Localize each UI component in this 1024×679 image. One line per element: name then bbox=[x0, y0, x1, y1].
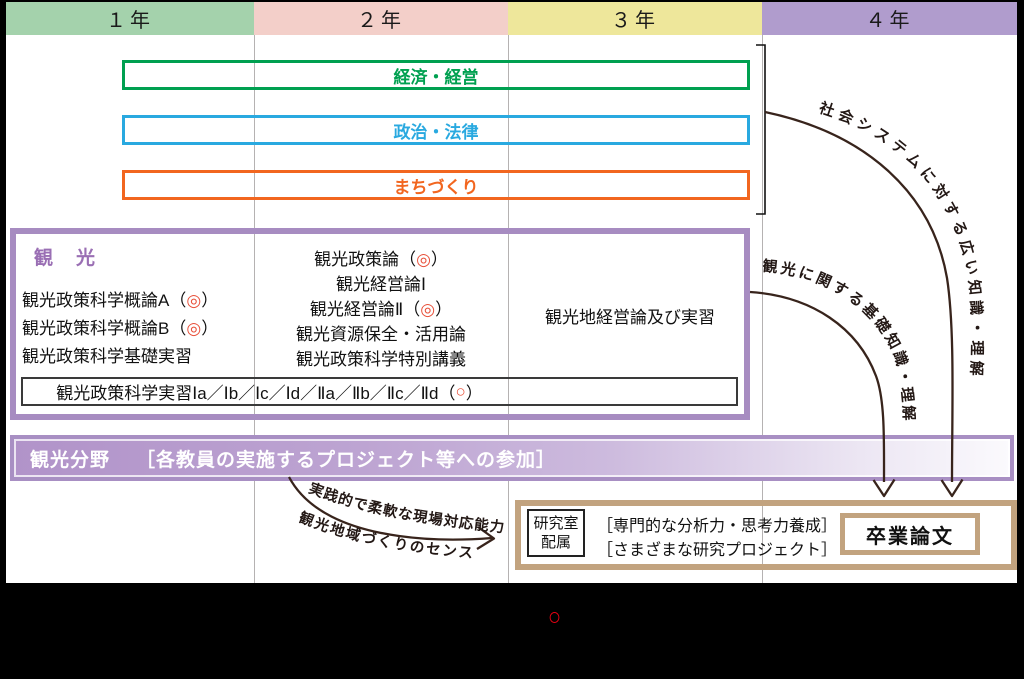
bar-machizukuri: まちづくり bbox=[122, 170, 750, 200]
lab-assignment-line2: 配属 bbox=[540, 534, 571, 551]
bar-economics-management: 経済・経営 bbox=[122, 60, 750, 90]
research-thesis-box bbox=[515, 500, 1017, 570]
tourism-box-title: 観 光 bbox=[34, 248, 98, 269]
legend-circle-mark: ○ bbox=[547, 603, 562, 631]
required-mark: ◎ bbox=[186, 319, 202, 338]
graduation-thesis-box: 卒業論文 bbox=[840, 513, 980, 555]
header-year-3: ３年 bbox=[508, 2, 762, 35]
bar-economics-label: 経済・経営 bbox=[393, 67, 479, 87]
course-item-year2: 観光政策科学特別講義 bbox=[256, 347, 506, 372]
course-item-year2: 観光経営論Ⅱ（◎） bbox=[256, 297, 506, 322]
course-text: 観光政策論（ bbox=[314, 250, 417, 269]
course-text-close: ） bbox=[201, 291, 219, 310]
course-text: 観光経営論Ⅰ bbox=[335, 275, 426, 294]
course-item-year1: 観光政策科学概論B（◎） bbox=[22, 314, 218, 339]
bar-politics-label: 政治・法律 bbox=[393, 122, 479, 142]
course-item-year3: 観光地経営論及び実習 bbox=[510, 303, 750, 328]
course-text: 観光地経営論及び実習 bbox=[545, 308, 715, 327]
course-text-close: ） bbox=[430, 250, 448, 269]
header-year-1-label: １年 bbox=[106, 10, 154, 32]
course-text: 観光経営論Ⅱ（ bbox=[309, 300, 421, 319]
course-text: 観光政策科学基礎実習 bbox=[22, 347, 192, 366]
graduation-thesis-label: 卒業論文 bbox=[866, 525, 954, 548]
bar-politics-law: 政治・法律 bbox=[122, 115, 750, 145]
course-item-year1: 観光政策科学基礎実習 bbox=[22, 342, 192, 367]
practicum-box: 観光政策科学実習Ⅰa／Ⅰb／Ⅰc／Ⅰd／Ⅱa／Ⅱb／Ⅱc／Ⅱd（○） bbox=[21, 377, 738, 406]
bar-machizukuri-label: まちづくり bbox=[393, 177, 479, 197]
course-text-close: ） bbox=[201, 319, 219, 338]
tourism-course-box bbox=[10, 228, 750, 420]
research-note: ［さまざまな研究プロジェクト］ bbox=[597, 542, 838, 559]
header-year-4-label: ４年 bbox=[865, 10, 914, 32]
research-note: ［専門的な分析力・思考力養成］ bbox=[597, 518, 838, 535]
required-mark: ◎ bbox=[416, 250, 431, 269]
header-year-1: １年 bbox=[6, 2, 254, 35]
header-year-2: ２年 bbox=[254, 2, 508, 35]
practicum-text: 観光政策科学実習Ⅰa／Ⅰb／Ⅰc／Ⅰd／Ⅱa／Ⅱb／Ⅱc／Ⅱd（ bbox=[56, 384, 456, 403]
course-text: 観光資源保全・活用論 bbox=[296, 325, 466, 344]
course-item-year2: 観光経営論Ⅰ bbox=[256, 272, 506, 297]
course-item-year2: 観光政策論（◎） bbox=[256, 247, 506, 272]
course-text: 観光政策科学概論A（ bbox=[22, 291, 187, 310]
header-year-2-label: ２年 bbox=[357, 10, 405, 32]
tourism-field-band: 観光分野 ［各教員の実施するプロジェクト等への参加］ bbox=[10, 435, 1014, 481]
elective-mark: ○ bbox=[455, 381, 466, 401]
column-gridline bbox=[508, 35, 509, 583]
header-year-4: ４年 bbox=[762, 2, 1017, 35]
header-year-3-label: ３年 bbox=[611, 10, 659, 32]
required-mark: ◎ bbox=[186, 291, 202, 310]
course-item-year2: 観光資源保全・活用論 bbox=[256, 322, 506, 347]
field-band-note: ［各教員の実施するプロジェクト等への参加］ bbox=[136, 449, 557, 471]
lab-assignment-box: 研究室 配属 bbox=[527, 509, 585, 557]
course-text-close: ） bbox=[435, 300, 453, 319]
course-item-year1: 観光政策科学概論A（◎） bbox=[22, 286, 218, 311]
course-text: 観光政策科学概論B（ bbox=[22, 319, 187, 338]
course-text: 観光政策科学特別講義 bbox=[296, 350, 466, 369]
year2-course-list: 観光政策論（◎） 観光経営論Ⅰ 観光経営論Ⅱ（◎） 観光資源保全・活用論 観光政… bbox=[256, 247, 506, 372]
lab-assignment-line1: 研究室 bbox=[533, 515, 579, 532]
column-gridline bbox=[254, 35, 255, 583]
practicum-text-close: ） bbox=[465, 384, 483, 403]
required-mark: ◎ bbox=[420, 300, 436, 319]
field-band-label: 観光分野 bbox=[30, 449, 111, 471]
